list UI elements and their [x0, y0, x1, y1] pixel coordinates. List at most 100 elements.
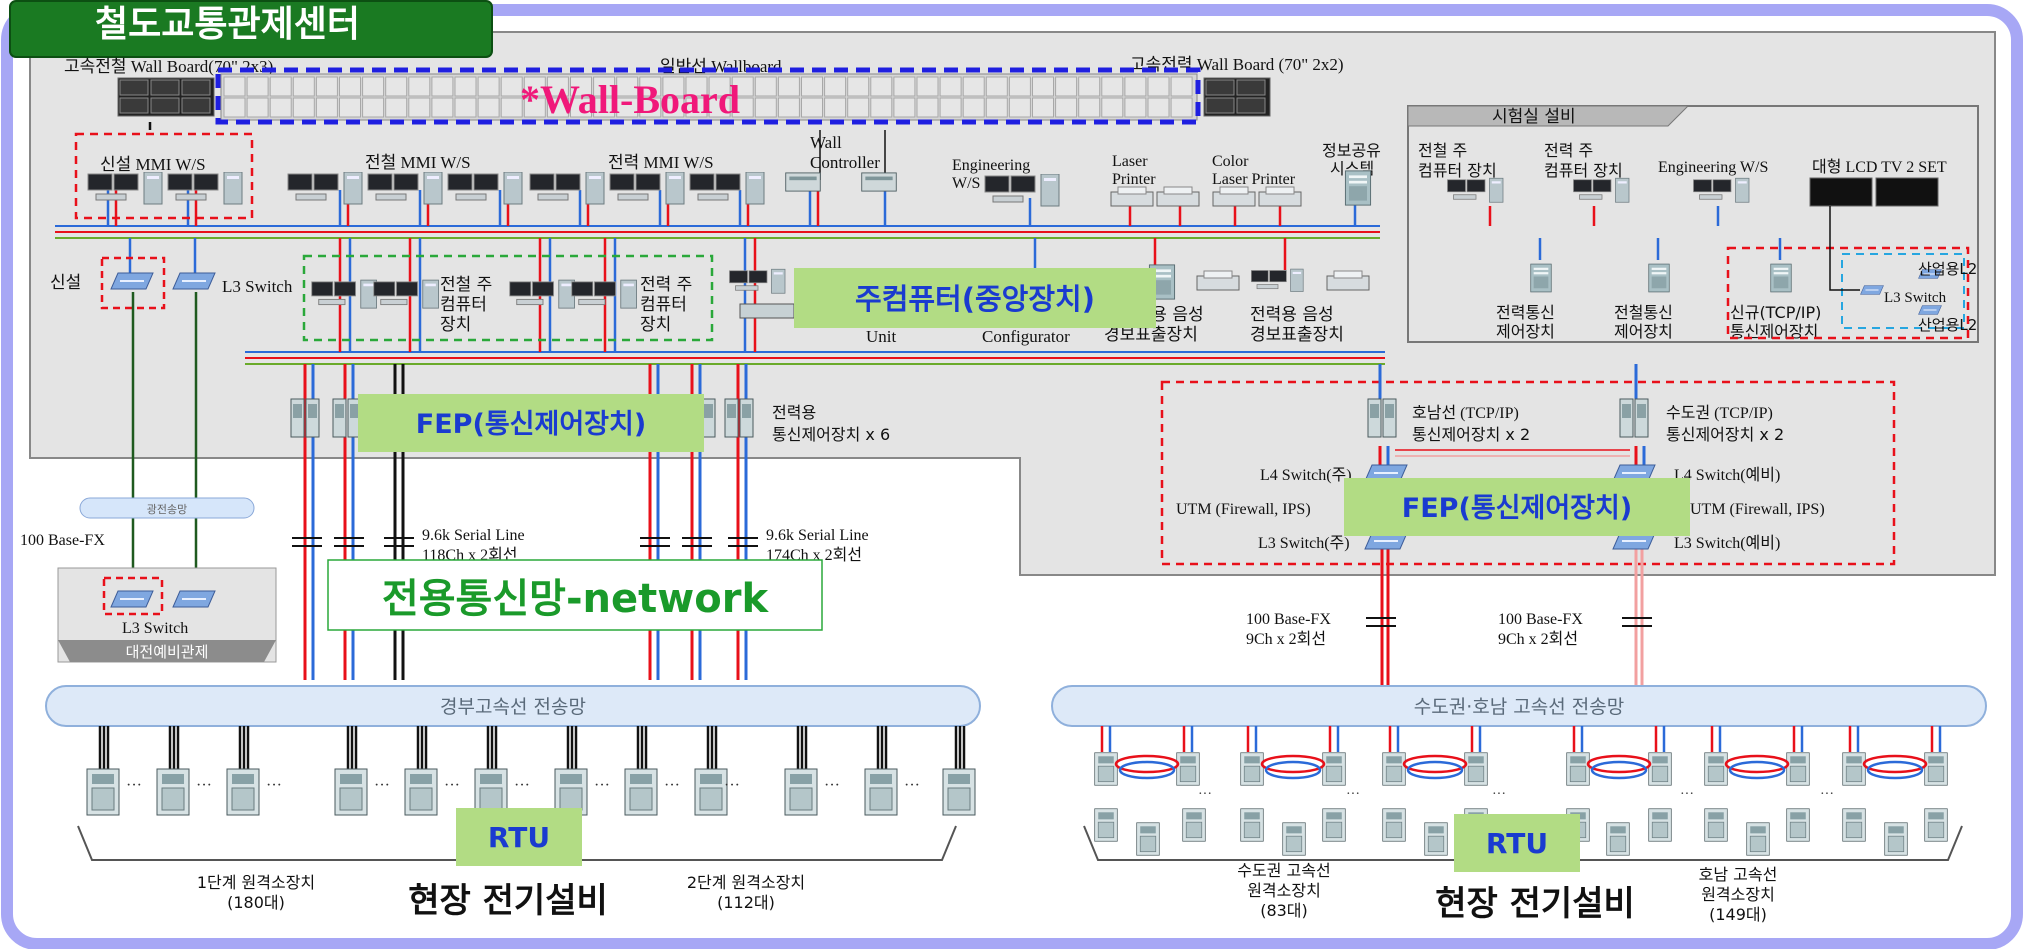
ellipsis-mark: ···: [196, 777, 212, 794]
lab-power-label-1: 전력 주: [1544, 141, 1593, 160]
workstations-row: 신설 MMI W/S 전철 MMI W/S 전력 MMI W/S Wall Co…: [74, 132, 1381, 220]
wallboard-mid-cell: [962, 97, 985, 118]
rtu-group-right: ···············: [1094, 726, 1948, 856]
wallboard-mid-cell: [1078, 97, 1101, 118]
sudo-label-1: 수도권 (TCP/IP): [1666, 404, 1773, 422]
rtu-unit: [784, 768, 818, 816]
network-callout: 전용통신망-network: [327, 559, 823, 631]
wallboard-mid-cell: [546, 76, 569, 97]
fep-left-callout-text: FEP(통신제어장치): [416, 409, 646, 440]
wallboard-mid-cell: [662, 97, 685, 118]
engineering-ws: [984, 174, 1060, 207]
ellipsis-mark: ···: [664, 777, 680, 794]
daejeon-label: 대전예비관제: [126, 643, 209, 661]
lab-elec-label-2: 컴퓨터 장치: [1418, 161, 1497, 180]
main-elec-computer-2: [373, 279, 440, 309]
new-switch-label: 신설: [50, 273, 81, 293]
main-computers: 전철 주 컴퓨터 장치 전력 주 컴퓨터 장치 Unit Configurato…: [302, 254, 1370, 346]
sudo-honam-network: [1051, 685, 1987, 727]
wallboard-mid-cell: [477, 76, 500, 97]
daejeon-area: 광전송망 100 Base-FX L3 Switch 대전예비관제: [20, 497, 277, 663]
honam-label-2: 통신제어장치 x 2: [1412, 425, 1530, 444]
power-fep-label-2: 통신제어장치 x 6: [772, 425, 890, 444]
wallboard-mid-cell: [477, 97, 500, 118]
stage1-label-1: 1단계 원격소장치: [197, 873, 315, 892]
rtu-unit: [1648, 752, 1672, 786]
lab-elec-label-1: 전철 주: [1418, 141, 1467, 160]
stage1-label-2: (180대): [227, 893, 285, 912]
rtu-unit: [1182, 808, 1206, 842]
ellipsis-mark: ···: [1492, 787, 1506, 802]
lab-tv-2: [1875, 177, 1939, 207]
rtu-unit: [1322, 808, 1346, 842]
main-elec-label-1: 전철 주: [440, 275, 492, 295]
wall-controller-2: [861, 172, 897, 192]
rtu-right-callout: RTU: [1486, 827, 1548, 860]
wallboard-mid-cell: [985, 97, 1008, 118]
new-mmi-ws-2: [167, 172, 243, 205]
wallboard-mid-cell: [431, 97, 454, 118]
wallboard-mid-cell: [292, 97, 315, 118]
lab-engineering-label: Engineering W/S: [1658, 159, 1768, 176]
optical-net-label: 광전송망: [147, 503, 187, 516]
new-mmi-label: 신설 MMI W/S: [100, 155, 206, 174]
wallboard-mid-cell: [708, 97, 731, 118]
middle-lan: [245, 351, 1385, 365]
lab-tv-label: 대형 LCD TV 2 SET: [1812, 158, 1947, 176]
wallboard-mid-cell: [292, 76, 315, 97]
rtu-unit: [1648, 808, 1672, 842]
power-mmi-ws-1: [529, 172, 605, 205]
wallboard-mid-cell: [523, 76, 546, 97]
new-mmi-highlight: [74, 132, 254, 220]
central-callout-text: 주컴퓨터(중앙장치): [855, 282, 1095, 316]
power-mmi-label: 전력 MMI W/S: [608, 153, 714, 172]
lab-elec-computer: [1447, 177, 1504, 203]
unit-device: [728, 268, 786, 294]
wallboard-mid-cell: [1008, 97, 1031, 118]
wallboard-mid-cell: [639, 97, 662, 118]
wallboard-left-cell: [181, 97, 211, 114]
wallboard-mid-cell: [962, 76, 985, 97]
utm-backup-label: UTM (Firewall, IPS): [1690, 501, 1825, 518]
wallboard-mid-cell: [546, 97, 569, 118]
wallboard-cells: [119, 76, 1266, 118]
lab-panel: 시험실 설비 전철 주 컴퓨터 장치 전력 주 컴퓨터 장치 Engineeri…: [1407, 105, 1979, 343]
rtu-unit: [1240, 752, 1264, 786]
wallboard-mid-cell: [1147, 97, 1170, 118]
wallboard-mid-cell: [1008, 76, 1031, 97]
ellipsis-mark: ···: [724, 777, 740, 794]
rtu-unit: [694, 768, 728, 816]
rtu-unit: [156, 768, 190, 816]
wallboard-mid-cell: [500, 97, 523, 118]
wallboard-mid-cell: [685, 76, 708, 97]
wallboard-mid-cell: [1032, 76, 1054, 97]
wall-controller-label-1: Wall: [810, 133, 842, 152]
main-power-computer-1: [509, 279, 576, 309]
wallboard-mid-cell: [1124, 76, 1147, 97]
wallboard-mid-cell: [916, 97, 939, 118]
rtu-unit: [1136, 822, 1160, 856]
ring-link-blue: [1264, 760, 1322, 780]
rtu-unit: [1842, 752, 1866, 786]
honam-rtu-label-2: 원격소장치: [1701, 885, 1775, 904]
engineering-label-1: Engineering: [952, 157, 1030, 174]
bfx-a-label-1: 100 Base-FX: [1246, 611, 1331, 628]
lab-power-comm-ctrl: [1530, 263, 1552, 293]
rtu-unit: [624, 768, 658, 816]
wallboard-left-label: 고속전철 Wall Board(70" 2x3): [64, 57, 273, 76]
field-left-label: 현장 전기설비: [408, 881, 608, 921]
configurator-label: Configurator: [982, 327, 1070, 346]
l3-switch: [172, 272, 216, 290]
ellipsis-mark: ···: [374, 777, 390, 794]
wallboard-mid-cell: [339, 76, 361, 97]
honam-rtu-label-1: 호남 고속선: [1699, 865, 1778, 884]
wallboard-mid-cell: [1055, 76, 1078, 97]
rtu-unit: [1382, 752, 1406, 786]
wallboard-right-label: 고속전력 Wall Board (70" 2x2): [1130, 55, 1344, 74]
bfx-a-label-2: 9Ch x 2회선: [1246, 630, 1326, 648]
wallboard-mid-cell: [1170, 97, 1193, 118]
wallboard-row: 고속전철 Wall Board(70" 2x3) 일반선 Wallboard 고…: [64, 55, 1344, 125]
wallboard-mid-cell: [801, 97, 823, 118]
power-alarm-label-1: 전력용 음성: [1250, 305, 1334, 325]
